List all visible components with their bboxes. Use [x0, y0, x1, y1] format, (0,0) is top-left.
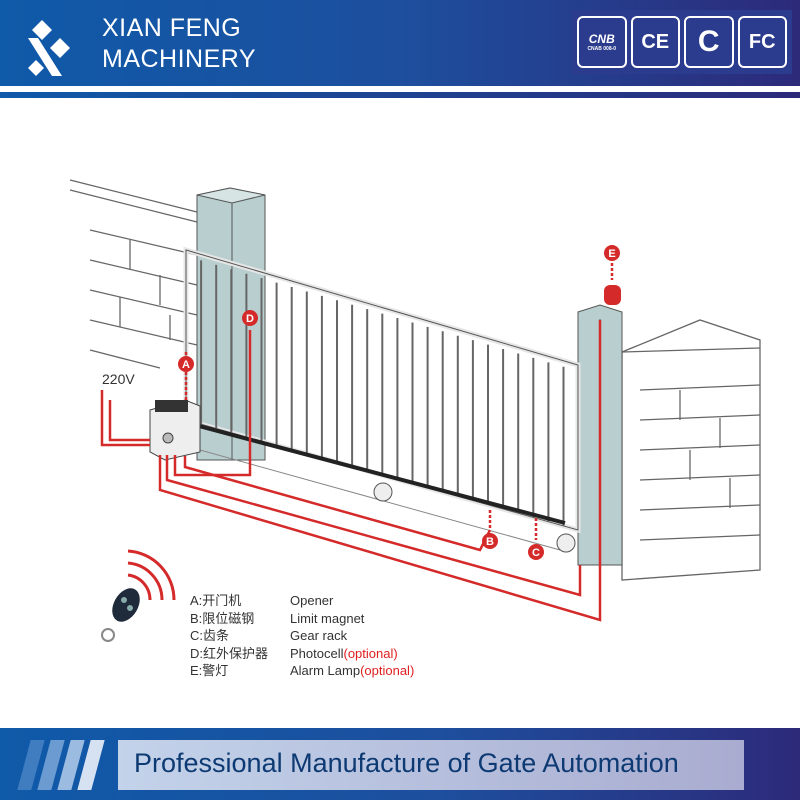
marker-a-label: A [182, 359, 190, 371]
gear-rack [194, 423, 566, 525]
left-brick-wall [69, 179, 198, 369]
gate-wheel [373, 482, 393, 502]
marker-b [482, 533, 498, 549]
fcc-cert-badge: FC [737, 16, 787, 68]
marker-e-label: E [608, 248, 615, 260]
slogan-banner: Professional Manufacture of Gate Automat… [118, 740, 744, 790]
marker-d-label: D [246, 313, 254, 325]
voltage-label: 220V [102, 371, 135, 387]
marker-c-label: C [532, 547, 540, 559]
alarm-lamp [604, 285, 621, 305]
brand-line2: MACHINERY [102, 45, 257, 73]
ccc-cert-badge: C [684, 16, 734, 68]
remote-control-icon [101, 549, 176, 642]
marker-b-label: B [486, 536, 494, 548]
marker-e [604, 245, 620, 261]
ce-cert-badge: CE [630, 16, 680, 68]
footer: Professional Manufacture of Gate Automat… [0, 728, 800, 800]
sliding-gate [183, 246, 581, 553]
gate-diagram: 220V A B C D E [69, 179, 761, 642]
gate-wheel [556, 533, 576, 553]
brand-line1: XIAN FENG [102, 14, 242, 42]
gate-opener [149, 399, 201, 461]
company-logo-icon [28, 20, 70, 76]
marker-d [242, 310, 258, 326]
marker-a [178, 356, 194, 372]
header-divider [0, 92, 800, 98]
marker-c [528, 544, 544, 560]
right-brick-wall [621, 319, 761, 581]
